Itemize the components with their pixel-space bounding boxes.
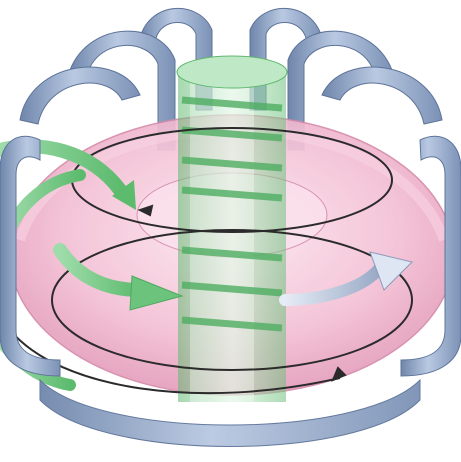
- tokamak-diagram: [0, 0, 461, 462]
- tokamak-illustration: [0, 0, 461, 462]
